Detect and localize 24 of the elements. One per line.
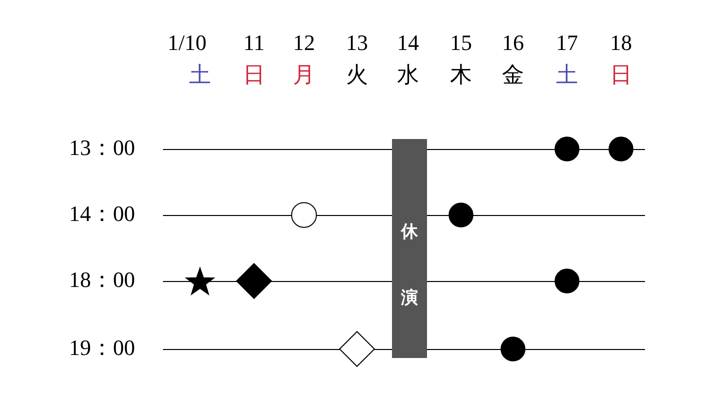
- weekday-label: 土: [556, 62, 578, 88]
- time-label: 19：00: [69, 336, 135, 360]
- time-label: 14：00: [69, 202, 135, 226]
- time-label: 13：00: [69, 136, 135, 160]
- date-label: 13: [346, 30, 368, 56]
- weekday-label: 水: [397, 62, 419, 88]
- date-label: 14: [397, 30, 419, 56]
- date-label: 18: [610, 30, 632, 56]
- date-label: 15: [450, 30, 472, 56]
- weekday-label: 土: [189, 62, 211, 88]
- weekday-label: 日: [610, 62, 632, 88]
- weekday-label: 木: [450, 62, 472, 88]
- date-label: 1/10: [167, 30, 207, 56]
- date-label: 11: [243, 30, 265, 56]
- weekday-label: 月: [293, 62, 315, 88]
- weekday-label: 金: [502, 62, 524, 88]
- date-label: 12: [293, 30, 315, 56]
- closed-label: 休演: [401, 221, 418, 309]
- weekday-label: 火: [346, 62, 368, 88]
- weekday-label: 日: [243, 62, 265, 88]
- time-label: 18：00: [69, 268, 135, 292]
- date-label: 16: [502, 30, 524, 56]
- closed-day-bar: [392, 139, 427, 358]
- date-label: 17: [556, 30, 578, 56]
